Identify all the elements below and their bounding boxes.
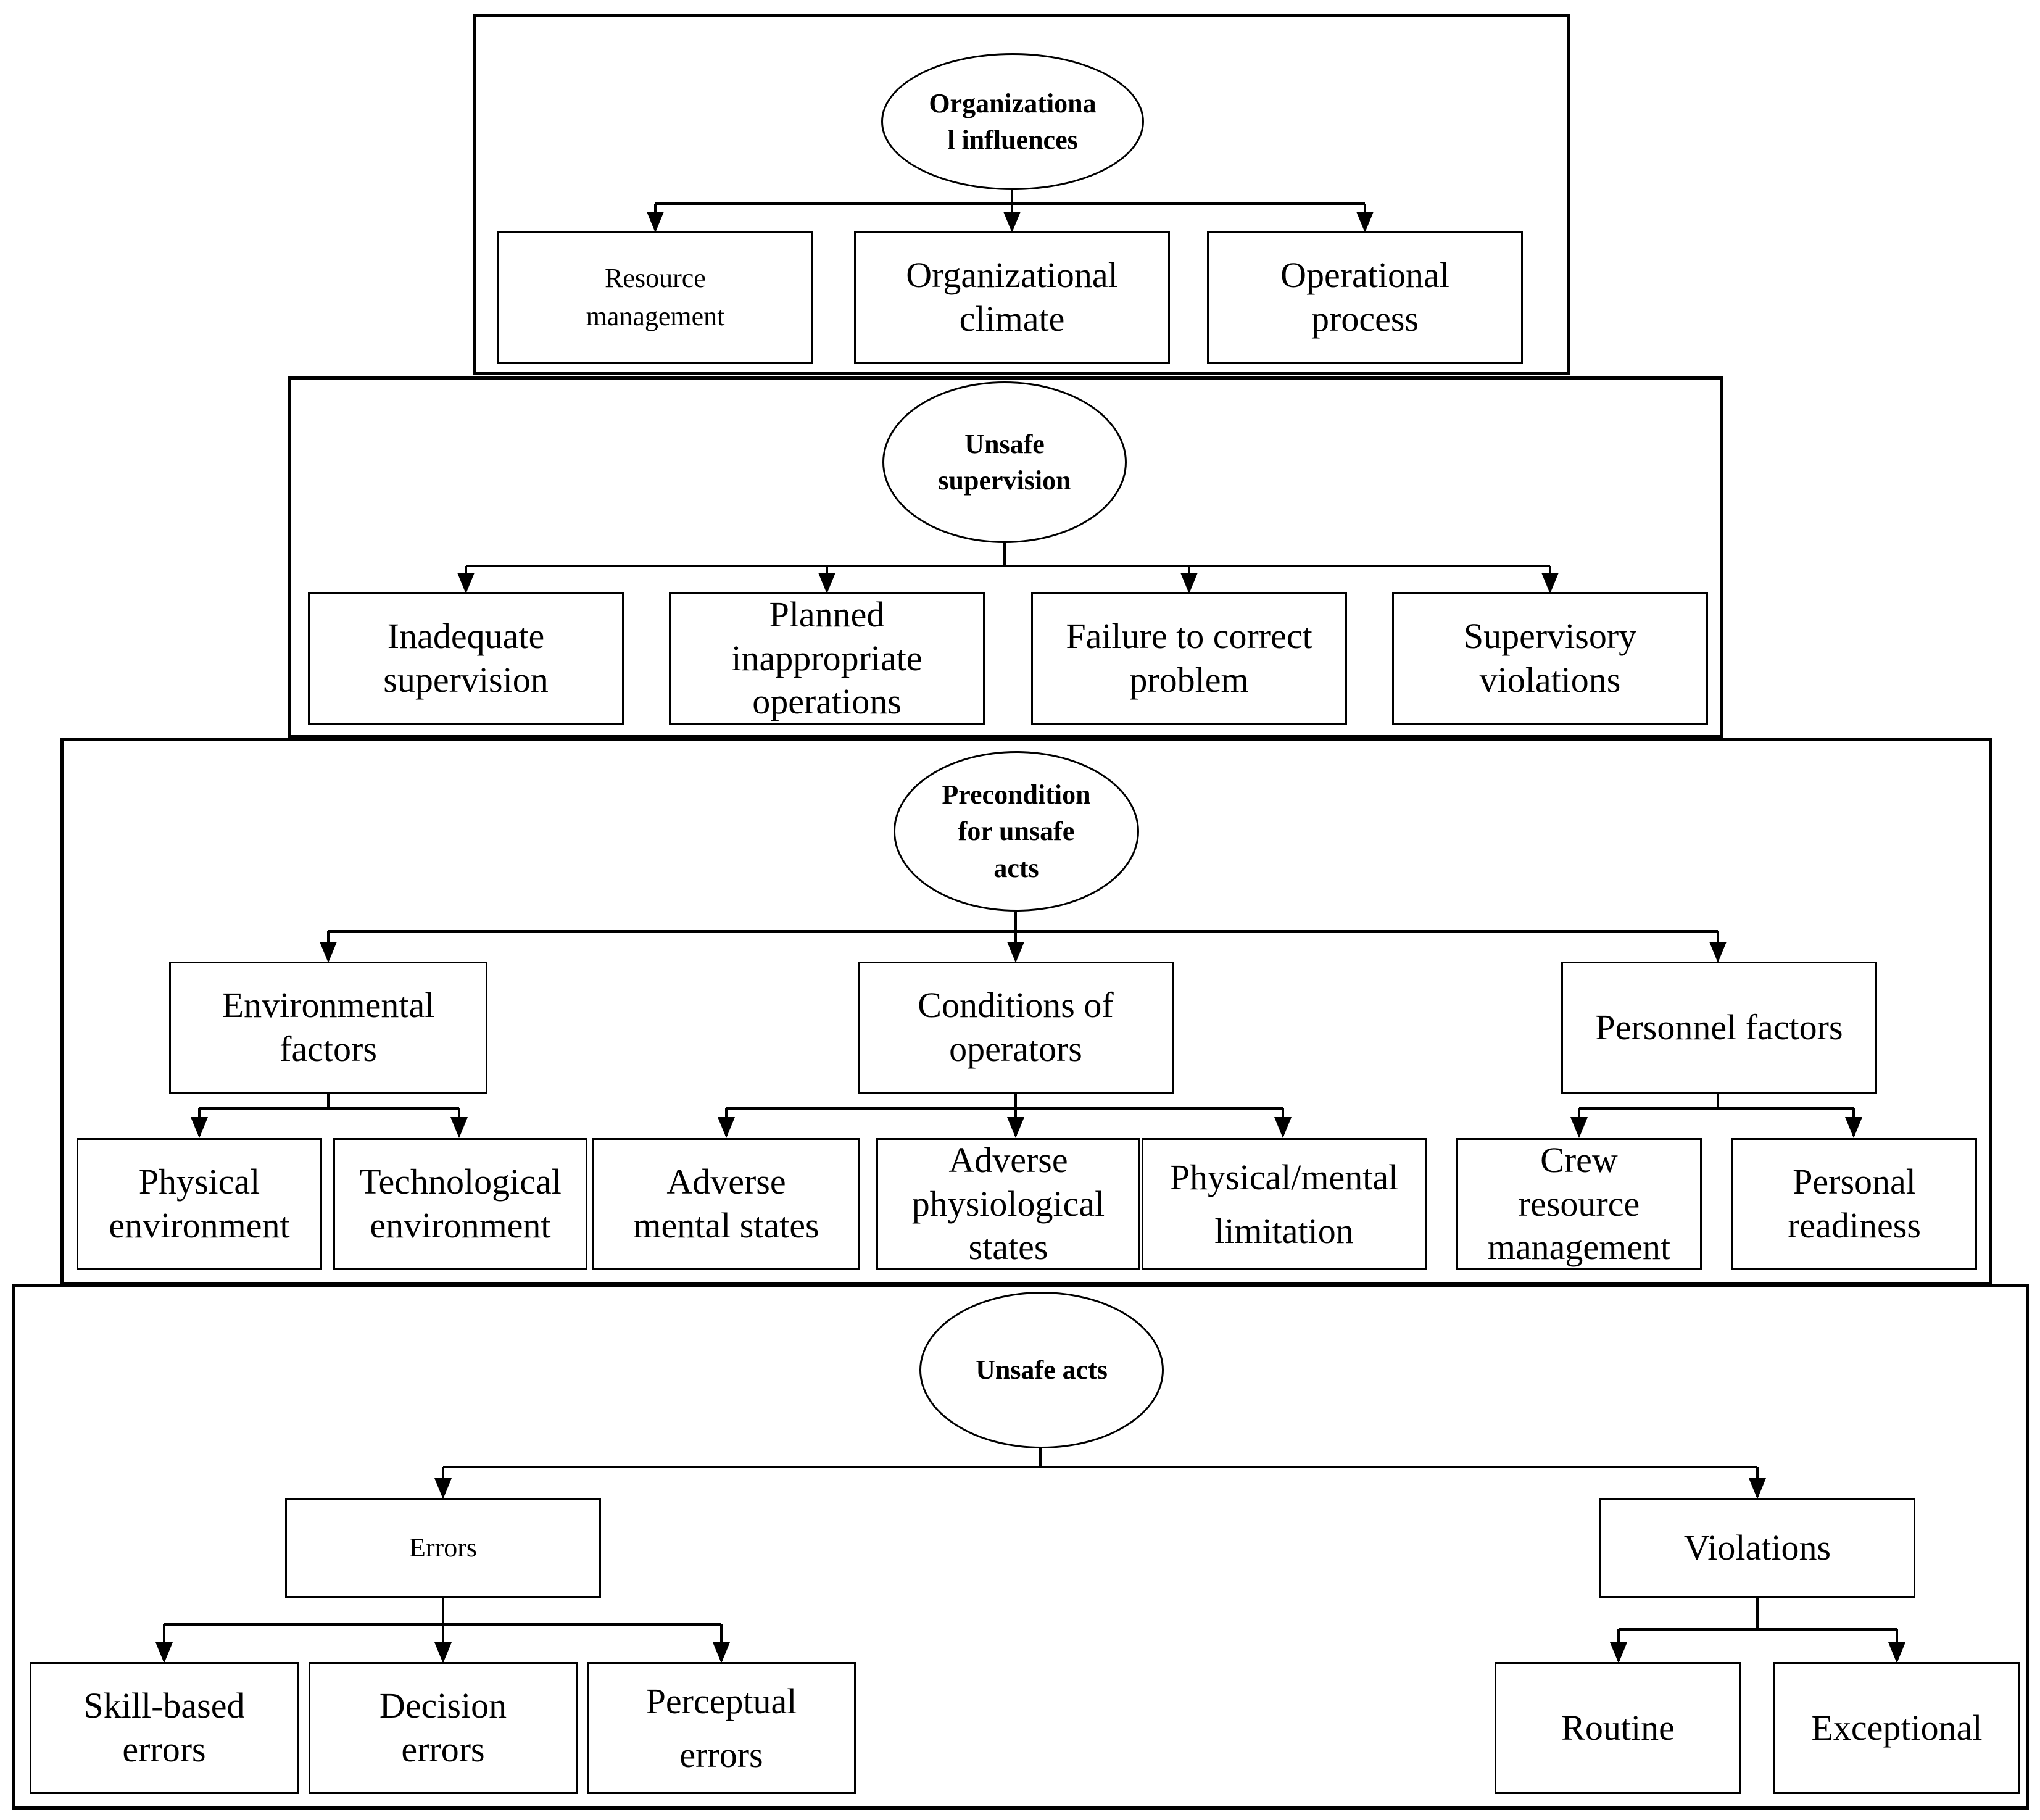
node-crew-resource-management: Crew resource management [1456, 1138, 1702, 1270]
node-exceptional: Exceptional [1773, 1662, 2020, 1794]
node-personal-readiness: Personal readiness [1731, 1138, 1977, 1270]
node-inadequate-supervision: Inadequate supervision [308, 592, 624, 725]
node-violations: Violations [1599, 1498, 1915, 1598]
node-physical-mental-limitation: Physical/mental limitation [1142, 1138, 1427, 1270]
node-conditions-of-operators: Conditions of operators [858, 962, 1174, 1094]
node-adverse-mental-states: Adverse mental states [592, 1138, 860, 1270]
node-perceptual-errors: Perceptual errors [587, 1662, 856, 1794]
node-planned-inappropriate-operations: Planned inappropriate operations [669, 592, 985, 725]
node-physical-environment: Physical environment [77, 1138, 322, 1270]
node-organizational-climate: Organizational climate [854, 231, 1170, 364]
node-decision-errors: Decision errors [309, 1662, 578, 1794]
panel-organizational-influences [473, 14, 1570, 375]
node-failure-to-correct-problem: Failure to correct problem [1031, 592, 1347, 725]
node-routine: Routine [1495, 1662, 1741, 1794]
node-environmental-factors: Environmental factors [169, 962, 487, 1094]
node-errors: Errors [285, 1498, 601, 1598]
node-organizational-influences: Organizationa l influences [881, 53, 1144, 190]
node-adverse-physiological-states: Adverse physiological states [876, 1138, 1140, 1270]
panel-unsafe-supervision [288, 376, 1723, 738]
node-unsafe-supervision: Unsafe supervision [882, 381, 1127, 543]
node-technological-environment: Technological environment [333, 1138, 587, 1270]
node-skill-based-errors: Skill-based errors [30, 1662, 299, 1794]
node-resource-management: Resource management [497, 231, 813, 364]
node-supervisory-violations: Supervisory violations [1392, 592, 1708, 725]
node-operational-process: Operational process [1207, 231, 1523, 364]
node-unsafe-acts: Unsafe acts [919, 1292, 1164, 1448]
node-precondition-for-unsafe-acts: Precondition for unsafe acts [894, 751, 1139, 912]
node-personnel-factors: Personnel factors [1561, 962, 1877, 1094]
panel-unsafe-acts [12, 1284, 2029, 1810]
panel-precondition [60, 738, 1992, 1285]
